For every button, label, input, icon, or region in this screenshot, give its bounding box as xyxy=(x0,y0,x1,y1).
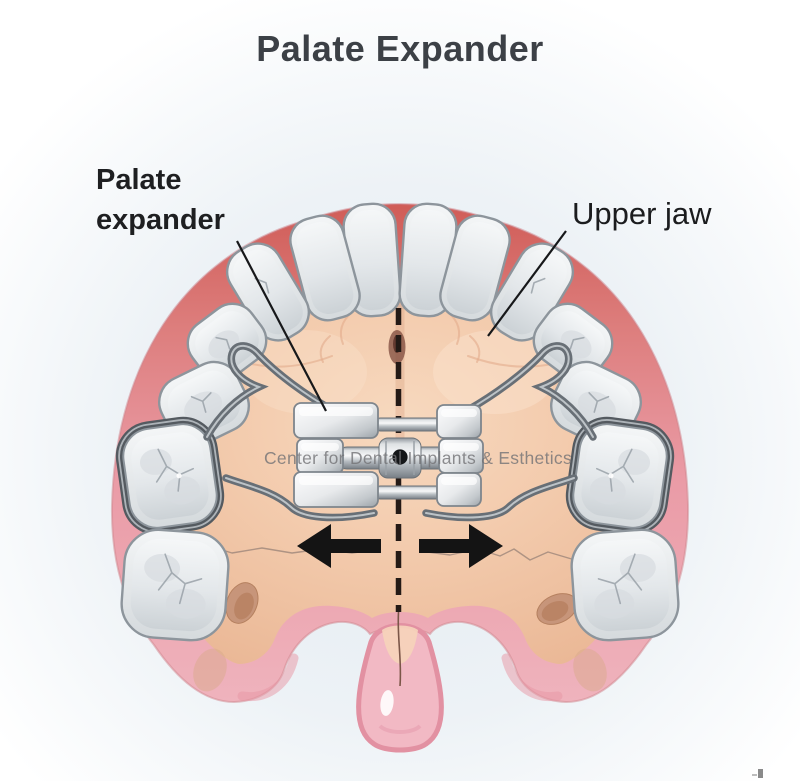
palatine-foramen-right xyxy=(536,593,578,625)
screw-keyhole xyxy=(392,449,408,465)
tooth-lateral-incisor-left xyxy=(289,214,361,322)
expansion-arrow-right xyxy=(419,524,503,568)
tooth-premolar1-right xyxy=(532,302,614,382)
soft-palate-fold-left xyxy=(237,653,299,702)
palate-expander-device xyxy=(293,402,484,508)
label-palate-expander-line2: expander xyxy=(96,204,225,236)
watermark-text: Center for Dental Implants & Esthetics xyxy=(263,448,573,468)
soft-palate-fold-right xyxy=(501,653,563,702)
leader-line-palate-expander xyxy=(236,240,327,412)
tooth-premolar1-left xyxy=(186,302,268,382)
label-palate-expander-line1: Palate xyxy=(96,164,182,196)
expander-plates-right xyxy=(436,404,484,507)
corner-artifact xyxy=(752,769,763,778)
label-palate-expander: Palate expander xyxy=(96,160,225,240)
expansion-arrow-left xyxy=(297,524,381,568)
expander-plates-left xyxy=(293,402,379,508)
tooth-molar2-left xyxy=(120,528,230,642)
expander-rod-bottom xyxy=(373,485,443,500)
tooth-molar2-right xyxy=(570,528,680,642)
palatine-foramen-left xyxy=(225,582,259,624)
uvula xyxy=(356,623,444,753)
label-upper-jaw: Upper jaw xyxy=(572,196,712,231)
tooth-lateral-incisor-right xyxy=(439,214,511,322)
expander-rod-top xyxy=(373,417,443,432)
expander-wires xyxy=(203,342,597,522)
figure-title: Palate Expander xyxy=(256,28,544,69)
tooth-molar1-left-banded xyxy=(115,416,225,536)
tooth-molar1-right-banded xyxy=(565,416,675,536)
leader-line-upper-jaw xyxy=(487,230,567,337)
